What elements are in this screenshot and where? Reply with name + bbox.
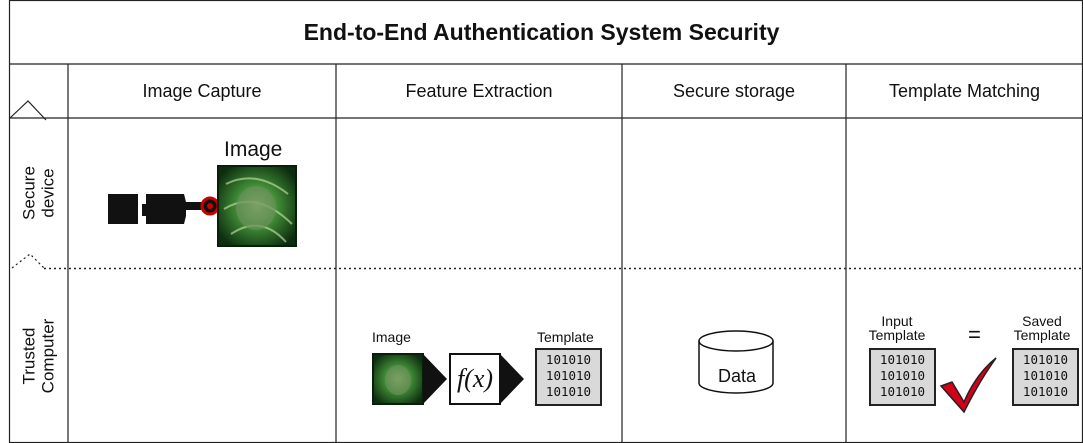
feature-extraction-flow [372,353,524,405]
row-label-secure-device: Secure device [19,166,58,220]
database-label: Data [717,366,757,386]
binary-line: 101010 [879,384,926,399]
column-header-template-matching: Template Matching [888,80,1041,101]
binary-line: 101010 [1022,368,1069,383]
diagram-title: End-to-End Authentication System Securit… [303,18,780,45]
column-header-feature-extraction: Feature Extraction [405,80,553,101]
capture-image-label: Image [224,138,283,161]
input-template-label: Input Template [868,313,926,343]
binary-line: 101010 [1022,384,1069,399]
extraction-template-label: Template [537,329,594,345]
equals-sign: = [968,322,981,347]
row-label-trusted-computer-cell: Trusted Computer [9,268,68,443]
function-box [449,353,501,405]
saved-binary-template: 101010 101010 101010 [1012,348,1079,406]
input-binary-template: 101010 101010 101010 [869,348,936,406]
arrow-right-1 [423,354,447,404]
row-label-secure-device-cell: Secure device [9,118,68,268]
peak-mark-top [9,100,47,121]
finger-shape [146,194,206,224]
binary-line: 101010 [545,368,592,383]
row-label-trusted-computer: Trusted Computer [19,318,58,393]
database-cylinder-icon [698,330,774,394]
binary-line: 101010 [545,384,592,399]
column-header-image-capture: Image Capture [142,80,262,101]
scanner-block [108,194,138,224]
binary-line: 101010 [879,352,926,367]
checkmark-icon [939,357,997,414]
function-label: f(x) [456,364,494,393]
fingerprint-capture-illustration [108,165,297,247]
saved-template-label: Saved Template [1013,313,1071,343]
binary-line: 101010 [879,368,926,383]
extraction-image-label: Image [372,329,411,345]
column-header-secure-storage: Secure storage [672,80,796,101]
binary-line: 101010 [1022,352,1069,367]
binary-line: 101010 [545,352,592,367]
arrow-right-2 [500,354,524,404]
peak-mark-dotted [11,253,45,269]
extraction-binary-template: 101010 101010 101010 [535,348,602,406]
